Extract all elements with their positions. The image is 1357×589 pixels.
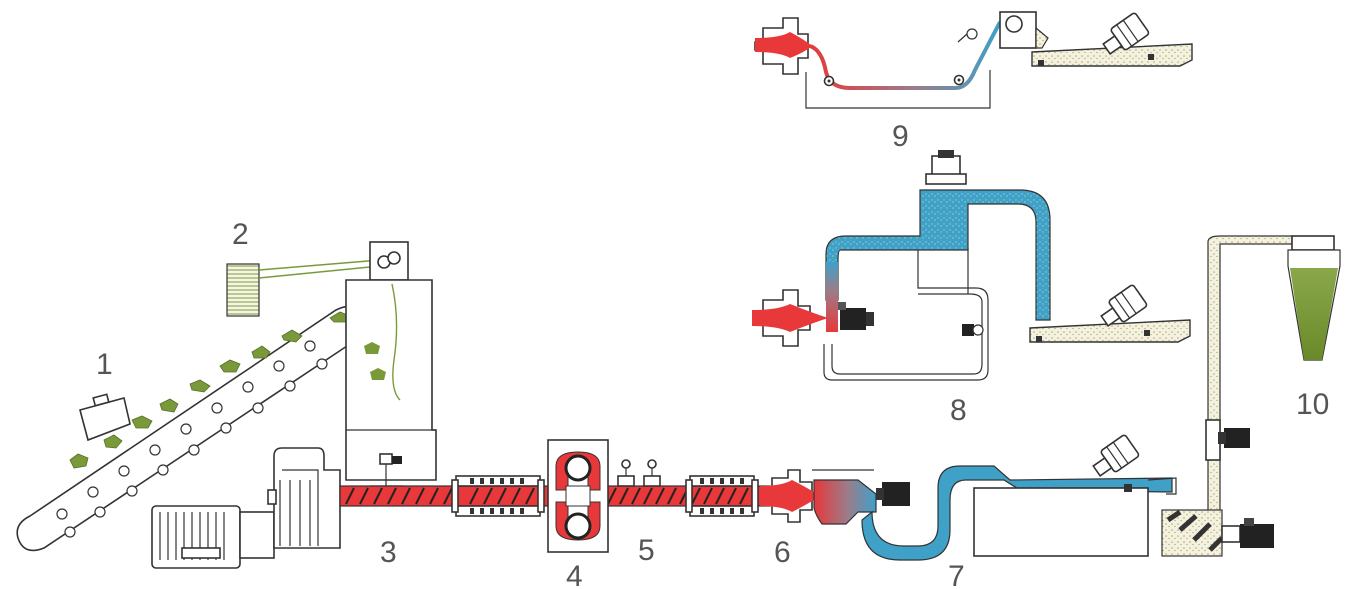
station-label-4: 4 — [566, 560, 583, 589]
strand-pelletizer — [754, 11, 1193, 109]
station-label-7: 7 — [948, 560, 965, 589]
underwater-vibrating-screen — [1029, 319, 1191, 343]
strand-vibrating-screen — [1031, 43, 1193, 67]
extruder-drive — [151, 447, 341, 569]
station-label-5: 5 — [638, 534, 655, 567]
die-head — [760, 469, 910, 525]
station-label-6: 6 — [774, 536, 791, 569]
station-label-9: 9 — [892, 120, 909, 153]
degassing-vent — [617, 459, 661, 487]
station-label-8: 8 — [950, 394, 967, 427]
station-label-10: 10 — [1296, 388, 1329, 421]
station-label-1: 1 — [96, 348, 113, 381]
compactor-hopper — [345, 241, 437, 488]
cyclone-silo — [1161, 235, 1341, 557]
water-tank — [973, 487, 1149, 557]
edge-trim-feeder — [226, 259, 381, 317]
water-ring-pelletizer — [861, 434, 1177, 561]
station-label-2: 2 — [232, 218, 249, 251]
station-label-3: 3 — [380, 536, 397, 569]
screen-changer — [547, 439, 609, 553]
feed-conveyor — [16, 305, 365, 552]
underwater-pelletizer — [752, 150, 1191, 381]
